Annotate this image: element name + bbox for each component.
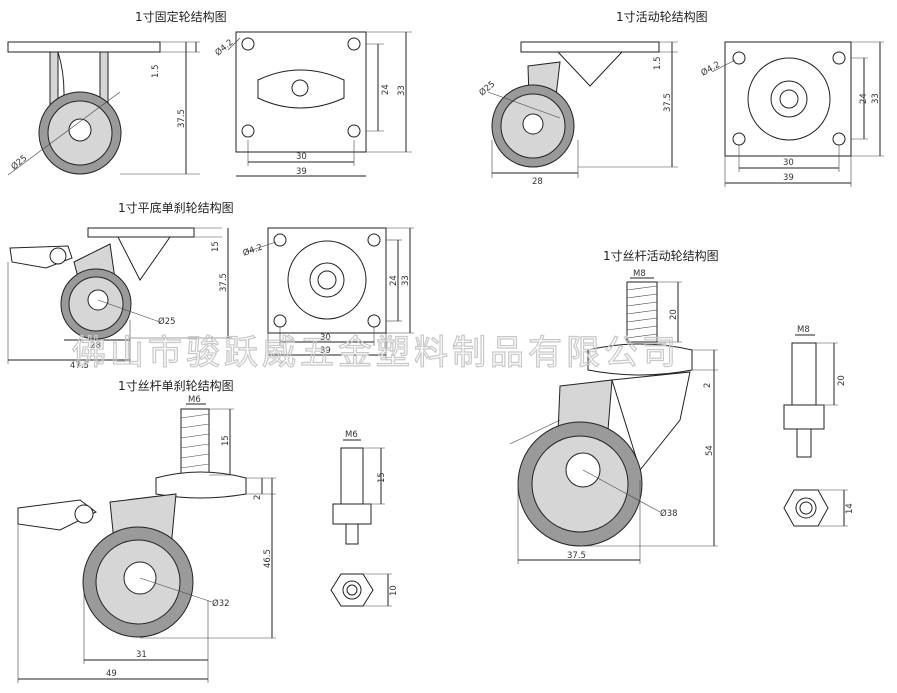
- stem-brake-width-inner: 31: [136, 650, 147, 660]
- brake-span-v-inner: 24: [389, 275, 399, 286]
- fixed-plate-dim: 1.5: [151, 64, 161, 78]
- title-stem-swivel-caster: 1寸丝杆活动轮结构图: [603, 248, 719, 263]
- stem-swivel-height-dim: 54: [705, 445, 715, 456]
- stem-brake-collar-dim: 2: [253, 495, 263, 500]
- fixed-span-v-inner: 24: [381, 84, 391, 95]
- fixed-span-h-outer: 39: [296, 167, 307, 177]
- stem-swivel-side-len: 20: [837, 375, 847, 386]
- title-brake-caster: 1寸平底单刹轮结构图: [118, 200, 234, 215]
- brake-span-v-outer: 33: [401, 275, 411, 286]
- stem-swivel-width-dim: 37.5: [567, 551, 586, 561]
- stem-brake-caster-side-view: Ø32 M6 15 2 46.5 31 49: [17, 395, 276, 683]
- stem-swivel-wheel-dim: Ø38: [660, 508, 678, 519]
- stem-swivel-side-thread: M8: [797, 325, 810, 335]
- fixed-span-h-inner: 30: [296, 152, 307, 162]
- fixed-caster-side-view: 37.5 1.5 Ø25: [7, 41, 200, 176]
- fixed-wheel-dim: Ø25: [9, 153, 29, 173]
- stem-brake-hex-dim: 10: [389, 585, 399, 596]
- brake-height-dim: 37.5: [219, 273, 229, 292]
- brake-span-h-outer: 39: [320, 346, 331, 356]
- brake-caster-side-view: Ø25 15 37.5 28 47.5: [7, 227, 232, 371]
- brake-width-outer: 47.5: [70, 361, 89, 371]
- brake-span-h-inner: 30: [320, 333, 331, 343]
- fixed-caster-plate-view: Ø4.2 24 33 30 39: [213, 31, 412, 177]
- title-swivel-caster: 1寸活动轮结构图: [616, 9, 708, 24]
- brake-hole-dim: Ø4.2: [241, 242, 264, 259]
- fixed-hole-dim: Ø4.2: [213, 37, 236, 58]
- swivel-plate-dim: 1.5: [653, 56, 663, 70]
- stem-brake-side-thread: M6: [345, 430, 358, 440]
- swivel-caster-side-view: Ø25 28 1.5 37.5: [477, 41, 678, 187]
- stem-brake-thread-dim: M6: [188, 395, 201, 405]
- title-stem-brake-caster: 1寸丝杆单刹轮结构图: [118, 378, 234, 393]
- stem-brake-height-dim: 46.5: [263, 549, 273, 568]
- fixed-height-dim: 37.5: [177, 109, 187, 128]
- swivel-span-v-outer: 33: [871, 93, 881, 104]
- stem-swivel-caster-side-view: Ø38 M8 20 2 54 37.5: [509, 269, 718, 564]
- swivel-span-v-inner: 24: [859, 93, 869, 104]
- stem-brake-stem-detail: M6 15 10: [330, 430, 399, 607]
- stem-swivel-thread-dim: M8: [633, 269, 646, 279]
- swivel-span-h-outer: 39: [783, 173, 794, 183]
- watermark: 佛山市骏跃威五金塑料制品有限公司: [72, 333, 680, 373]
- swivel-width-dim: 28: [532, 177, 543, 187]
- brake-caster-plate-view: Ø4.2 24 33 30 39: [241, 227, 414, 359]
- stem-swivel-stem-detail: M8 20 14: [783, 325, 855, 527]
- stem-brake-thread-len: 15: [221, 435, 231, 446]
- stem-brake-side-len: 15: [377, 472, 387, 483]
- brake-wheel-dim: Ø25: [158, 316, 176, 327]
- stem-swivel-collar-dim: 2: [703, 383, 713, 388]
- fixed-span-v-outer: 33: [397, 85, 407, 96]
- swivel-wheel-dim: Ø25: [477, 79, 497, 99]
- stem-swivel-thread-len: 20: [669, 309, 679, 320]
- swivel-caster-plate-view: Ø4.2 24 33 30 39: [699, 41, 884, 187]
- stem-swivel-hex-dim: 14: [845, 503, 855, 514]
- stem-brake-wheel-dim: Ø32: [212, 598, 230, 609]
- title-fixed-caster: 1寸固定轮结构图: [135, 9, 227, 24]
- swivel-height-dim: 37.5: [663, 93, 673, 112]
- swivel-hole-dim: Ø4.2: [699, 59, 722, 79]
- stem-brake-width-outer: 49: [106, 669, 117, 679]
- brake-plate-dim: 15: [211, 241, 221, 252]
- brake-width-inner: 28: [90, 341, 101, 351]
- swivel-span-h-inner: 30: [783, 158, 794, 168]
